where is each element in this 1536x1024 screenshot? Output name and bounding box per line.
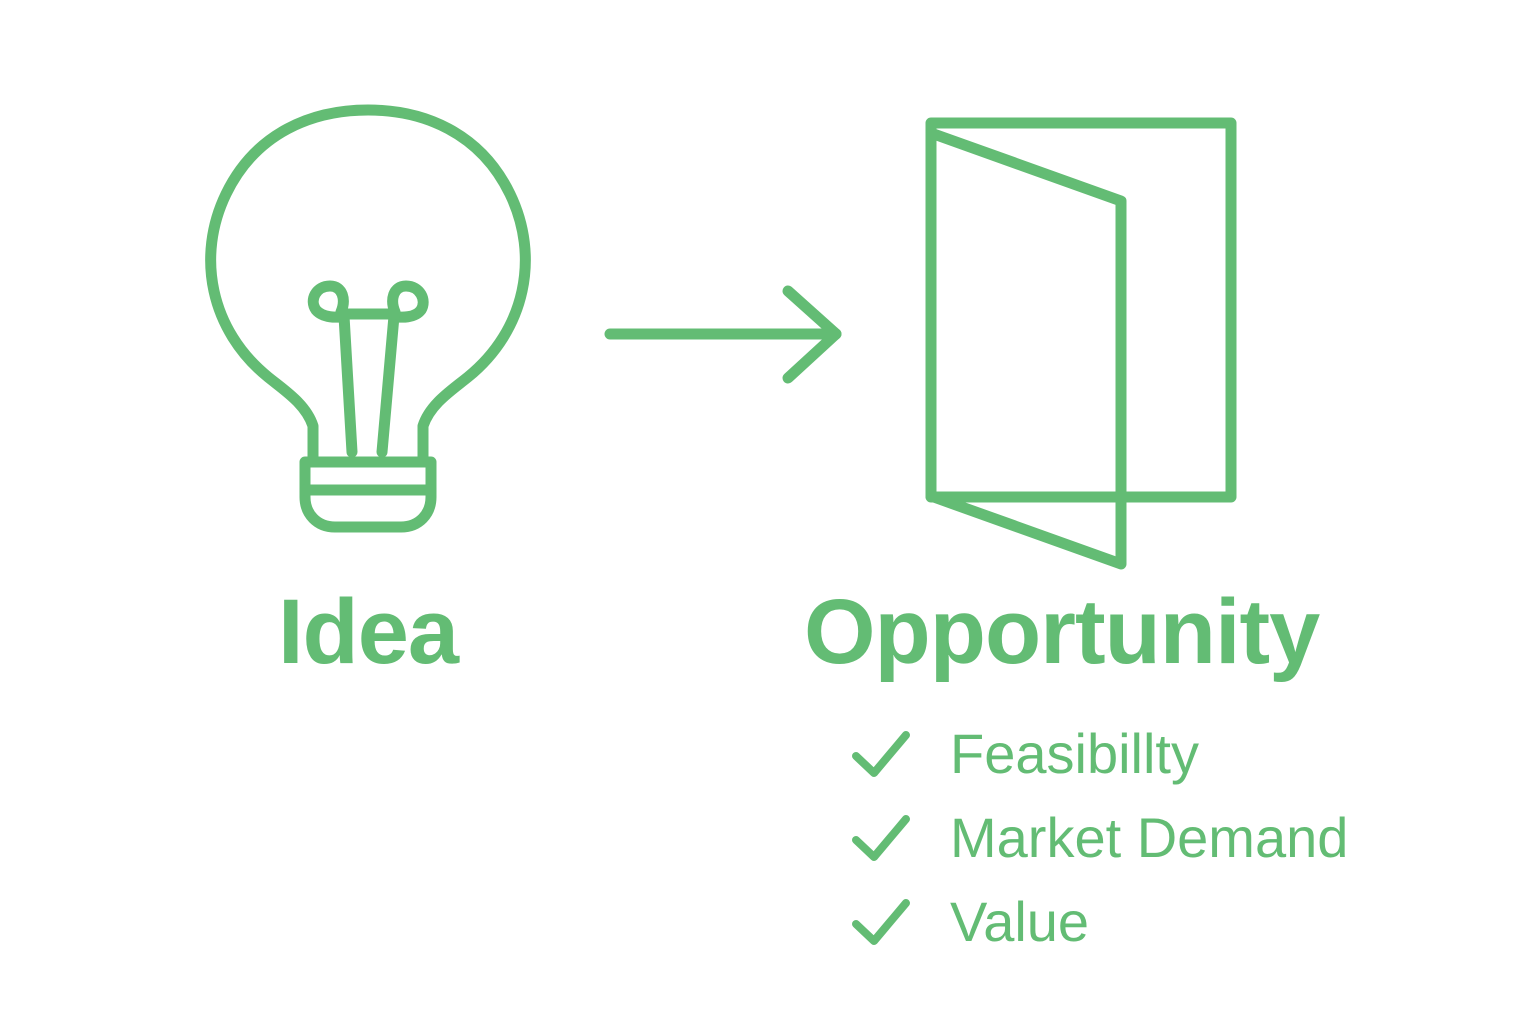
criteria-label: Value <box>950 890 1090 953</box>
open-door-icon <box>925 117 1237 570</box>
opportunity-criteria-list: Feasibillty Market Demand Value <box>850 712 1348 964</box>
criteria-label: Feasibillty <box>950 722 1199 785</box>
criteria-label: Market Demand <box>950 806 1349 869</box>
checkmark-icon <box>852 731 910 777</box>
criteria-item-feasibility: Feasibillty <box>850 712 1348 796</box>
opportunity-label: Opportunity <box>804 581 1320 683</box>
criteria-item-value: Value <box>850 880 1348 964</box>
criteria-item-market-demand: Market Demand <box>850 796 1348 880</box>
right-arrow-icon <box>604 285 842 384</box>
lightbulb-icon <box>205 104 531 533</box>
checkmark-icon <box>852 899 910 945</box>
idea-label: Idea <box>278 581 459 683</box>
checkmark-icon <box>852 815 910 861</box>
